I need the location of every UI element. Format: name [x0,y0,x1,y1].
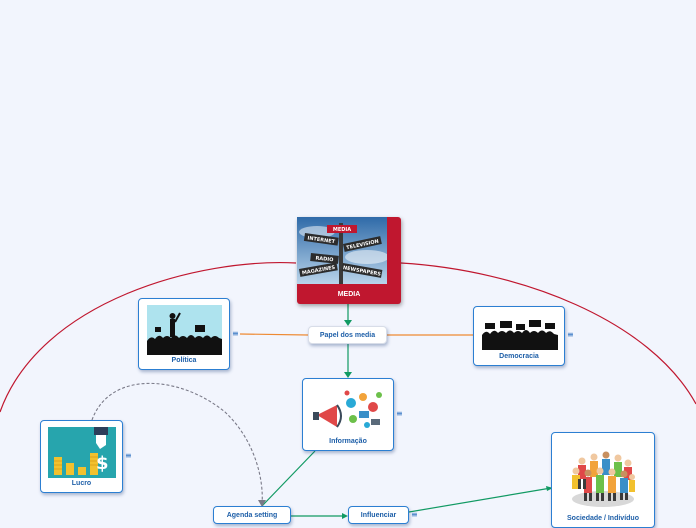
node-politica[interactable]: Política [138,298,230,370]
democracia-image [482,315,558,350]
node-agenda-setting[interactable]: Agenda setting [213,506,291,524]
influenciar-label: Influenciar [360,512,397,519]
sociedade-label: Sociedade / Indivíduo [567,515,639,522]
arrowhead [546,486,553,491]
node-influenciar[interactable]: Influenciar [348,506,409,524]
politica-label: Política [171,357,197,364]
lucro-label: Lucro [71,480,92,487]
svg-text:$: $ [96,453,109,474]
informacao-image [311,385,387,435]
sign-text: RADIO [315,256,334,264]
politica-image [147,305,222,355]
link-influenciar-sociedade [408,487,552,513]
boundary-arc-right [400,262,696,405]
root-node-media[interactable]: MEDIA INTERNET TELEVISION RADIO MAGAZINE… [297,217,401,304]
sociedade-image [568,441,638,509]
sign-text: INTERNET [307,235,336,245]
hub-node-papel-dos-media[interactable]: Papel dos media [308,326,387,344]
informacao-label: Informação [329,438,367,445]
sign-text: MEDIA [333,227,351,233]
node-democracia[interactable]: Democracia [473,306,565,366]
node-sociedade-individuo[interactable]: Sociedade / Indivíduo [551,432,655,528]
link-informacao-agenda [261,450,316,507]
note-icon[interactable]: ≡ [232,329,239,338]
sign-text: MAGAZINES [302,265,336,277]
note-icon[interactable]: ≡ [396,409,403,418]
link-lucro-agenda [91,382,263,505]
link-hub-politica [239,333,309,336]
root-label: MEDIA [337,291,361,298]
agenda-label: Agenda setting [226,512,278,519]
hub-label: Papel dos media [319,332,376,339]
note-icon[interactable]: ≡ [125,451,132,460]
arrowhead [344,372,352,378]
lucro-image: $ [48,427,116,478]
note-icon[interactable]: ≡ [411,510,418,519]
democracia-label: Democracia [499,353,539,360]
boundary-arc [0,262,297,413]
arrowhead [258,500,266,507]
note-icon[interactable]: ≡ [567,330,574,339]
arrowhead [342,513,348,519]
node-lucro[interactable]: $ Lucro [40,420,123,493]
arrowhead [344,320,352,326]
node-informacao[interactable]: Informação [302,378,394,451]
signpost-image: MEDIA INTERNET TELEVISION RADIO MAGAZINE… [297,217,389,284]
